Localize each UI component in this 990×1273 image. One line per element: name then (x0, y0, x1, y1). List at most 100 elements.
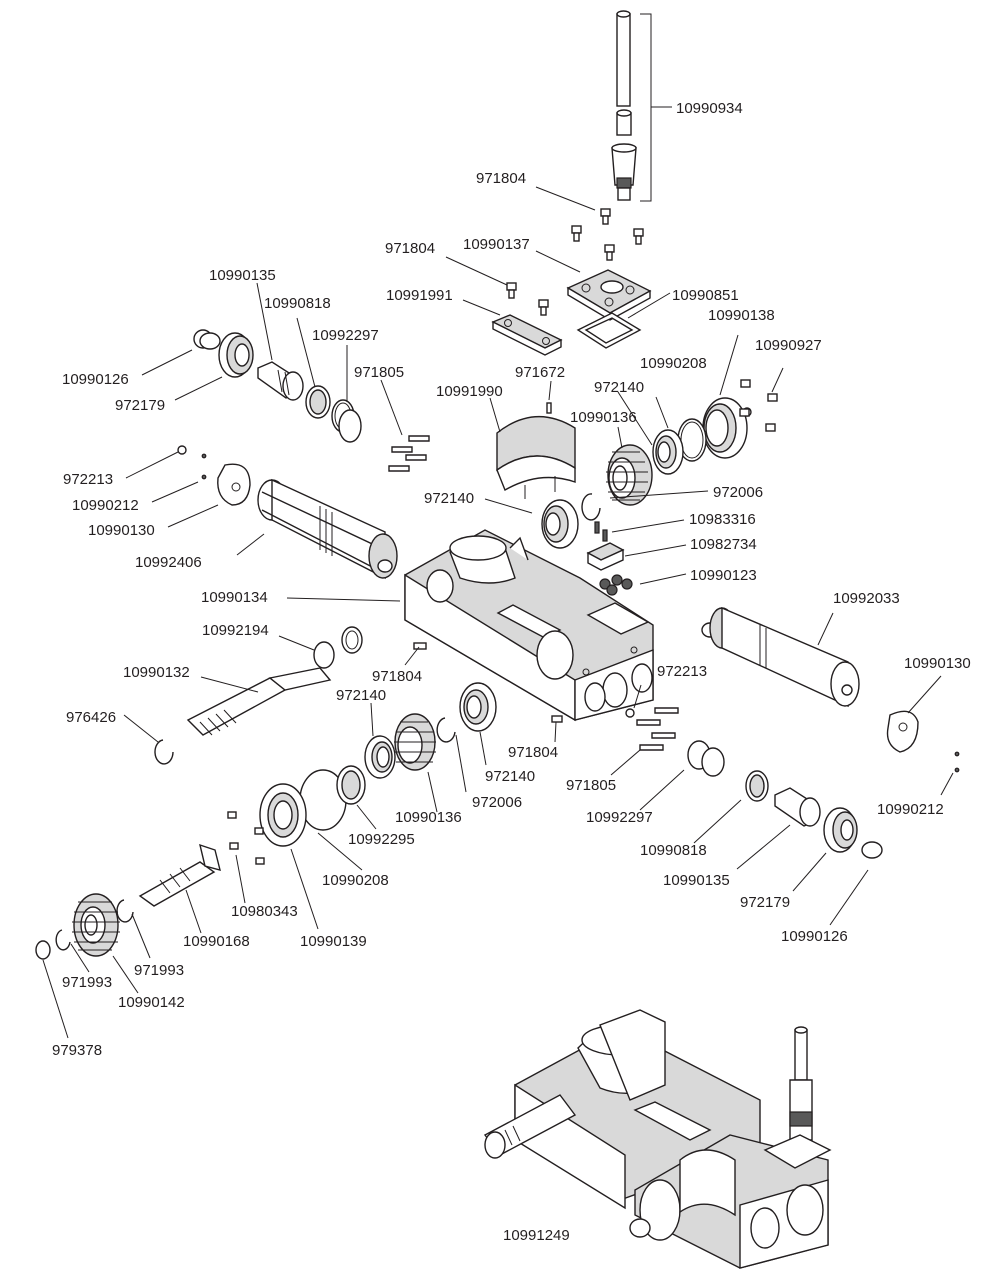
pin-10990212-left-b (201, 474, 207, 480)
label-971993-b: 971993 (62, 974, 112, 991)
cover-screws (506, 208, 644, 316)
label-971805-b: 971805 (566, 777, 616, 794)
detent-block (586, 542, 625, 571)
label-10990212-b: 10990212 (877, 801, 944, 818)
label-10980343: 10980343 (231, 903, 298, 920)
spacer-10992194-b (341, 626, 363, 654)
label-971993-a: 971993 (134, 962, 184, 979)
label-971804-c: 971804 (372, 668, 422, 685)
label-971804-d: 971804 (508, 744, 558, 761)
gear-10990142 (72, 893, 120, 957)
upper-gear (606, 444, 653, 506)
bolts-lower-971805 (636, 707, 679, 751)
label-10990138: 10990138 (708, 307, 775, 324)
label-10990136-a: 10990136 (570, 409, 637, 426)
ring-971993-a (116, 899, 134, 923)
label-10990123: 10990123 (690, 567, 757, 584)
motor-10992033 (701, 606, 860, 708)
label-10990132: 10990132 (123, 664, 190, 681)
label-10990168: 10990168 (183, 933, 250, 950)
label-10992297-a: 10992297 (312, 327, 379, 344)
label-10990208-b: 10990208 (322, 872, 389, 889)
label-10990130-b: 10990130 (904, 655, 971, 672)
pin-10990212-left-a (201, 453, 207, 459)
spacer-10992194-a (313, 641, 335, 669)
pin-10990212-right-b (954, 767, 960, 773)
label-10990134: 10990134 (201, 589, 268, 606)
label-971672: 971672 (515, 364, 565, 381)
plugs-10990123 (599, 574, 633, 596)
label-10982734: 10982734 (690, 536, 757, 553)
label-979378: 979378 (52, 1042, 102, 1059)
right-lower-shaft-assembly (745, 770, 883, 859)
label-10990208-a: 10990208 (640, 355, 707, 372)
pin-971672 (546, 402, 552, 414)
leader-lines (42, 186, 954, 1039)
washer-972213-left (177, 445, 187, 455)
assembled-unit-10991249 (483, 1009, 832, 1269)
label-10990126-a: 10990126 (62, 371, 129, 388)
lower-retainer-flange (259, 783, 307, 847)
label-971804-b: 971804 (385, 240, 435, 257)
label-10990137: 10990137 (463, 236, 530, 253)
cover-plate (566, 269, 652, 321)
label-10992033: 10992033 (833, 590, 900, 607)
label-10990136-b: 10990136 (395, 809, 462, 826)
set-screws (594, 521, 608, 542)
screw-971804-low (551, 715, 563, 723)
motor-10992406 (257, 478, 398, 580)
label-10990818-a: 10990818 (264, 295, 331, 312)
label-972006-b: 972006 (472, 794, 522, 811)
label-972140-a: 972140 (594, 379, 644, 396)
label-10990130-a: 10990130 (88, 522, 155, 539)
label-10991991: 10991991 (386, 287, 453, 304)
middle-bearing (541, 499, 579, 549)
part-labels: 10990934 971804 10990137 971804 10991991… (52, 100, 971, 1244)
shift-rod (611, 10, 637, 201)
label-10990135-b: 10990135 (663, 872, 730, 889)
label-10991249: 10991249 (503, 1227, 570, 1244)
upper-snap-ring (581, 493, 601, 521)
left-upper-shaft-assembly (193, 329, 362, 443)
lower-gear-group (299, 682, 497, 831)
label-10992297-b: 10992297 (586, 809, 653, 826)
label-10990142: 10990142 (118, 994, 185, 1011)
upper-bearing (652, 429, 684, 475)
disc-10990130-left (217, 463, 251, 506)
main-housing (404, 529, 654, 722)
label-10990934: 10990934 (676, 100, 743, 117)
disc-10990130-right (886, 710, 919, 753)
label-972179-b: 972179 (740, 894, 790, 911)
o-ring-10992297-right-b (701, 747, 725, 777)
label-10990139: 10990139 (300, 933, 367, 950)
bracket-10990934 (640, 13, 672, 202)
label-972213-b: 972213 (657, 663, 707, 680)
label-10990851: 10990851 (672, 287, 739, 304)
label-10990927: 10990927 (755, 337, 822, 354)
washer-972213-right (625, 708, 635, 718)
screws-10980343 (227, 811, 265, 865)
upper-retainer-flange (702, 397, 752, 459)
label-971805-a: 971805 (354, 364, 404, 381)
label-972179-a: 972179 (115, 397, 165, 414)
heat-shield (496, 416, 576, 499)
label-10990818-b: 10990818 (640, 842, 707, 859)
label-972006-a: 972006 (713, 484, 763, 501)
label-971804-a: 971804 (476, 170, 526, 187)
label-10983316: 10983316 (689, 511, 756, 528)
link-plate (491, 314, 563, 356)
label-10991990: 10991990 (436, 383, 503, 400)
shaft-10990168 (138, 843, 221, 907)
snap-ring-976426 (154, 739, 174, 765)
label-10990135-a: 10990135 (209, 267, 276, 284)
pin-10990212-right-a (954, 751, 960, 757)
label-972213-a: 972213 (63, 471, 113, 488)
flange-screws-upper (739, 379, 778, 432)
cover-gasket (576, 312, 642, 349)
bolts-upper-971805 (388, 435, 430, 472)
label-972140-c: 972140 (336, 687, 386, 704)
label-972140-d: 972140 (485, 768, 535, 785)
label-10992406: 10992406 (135, 554, 202, 571)
label-10990212-a: 10990212 (72, 497, 139, 514)
